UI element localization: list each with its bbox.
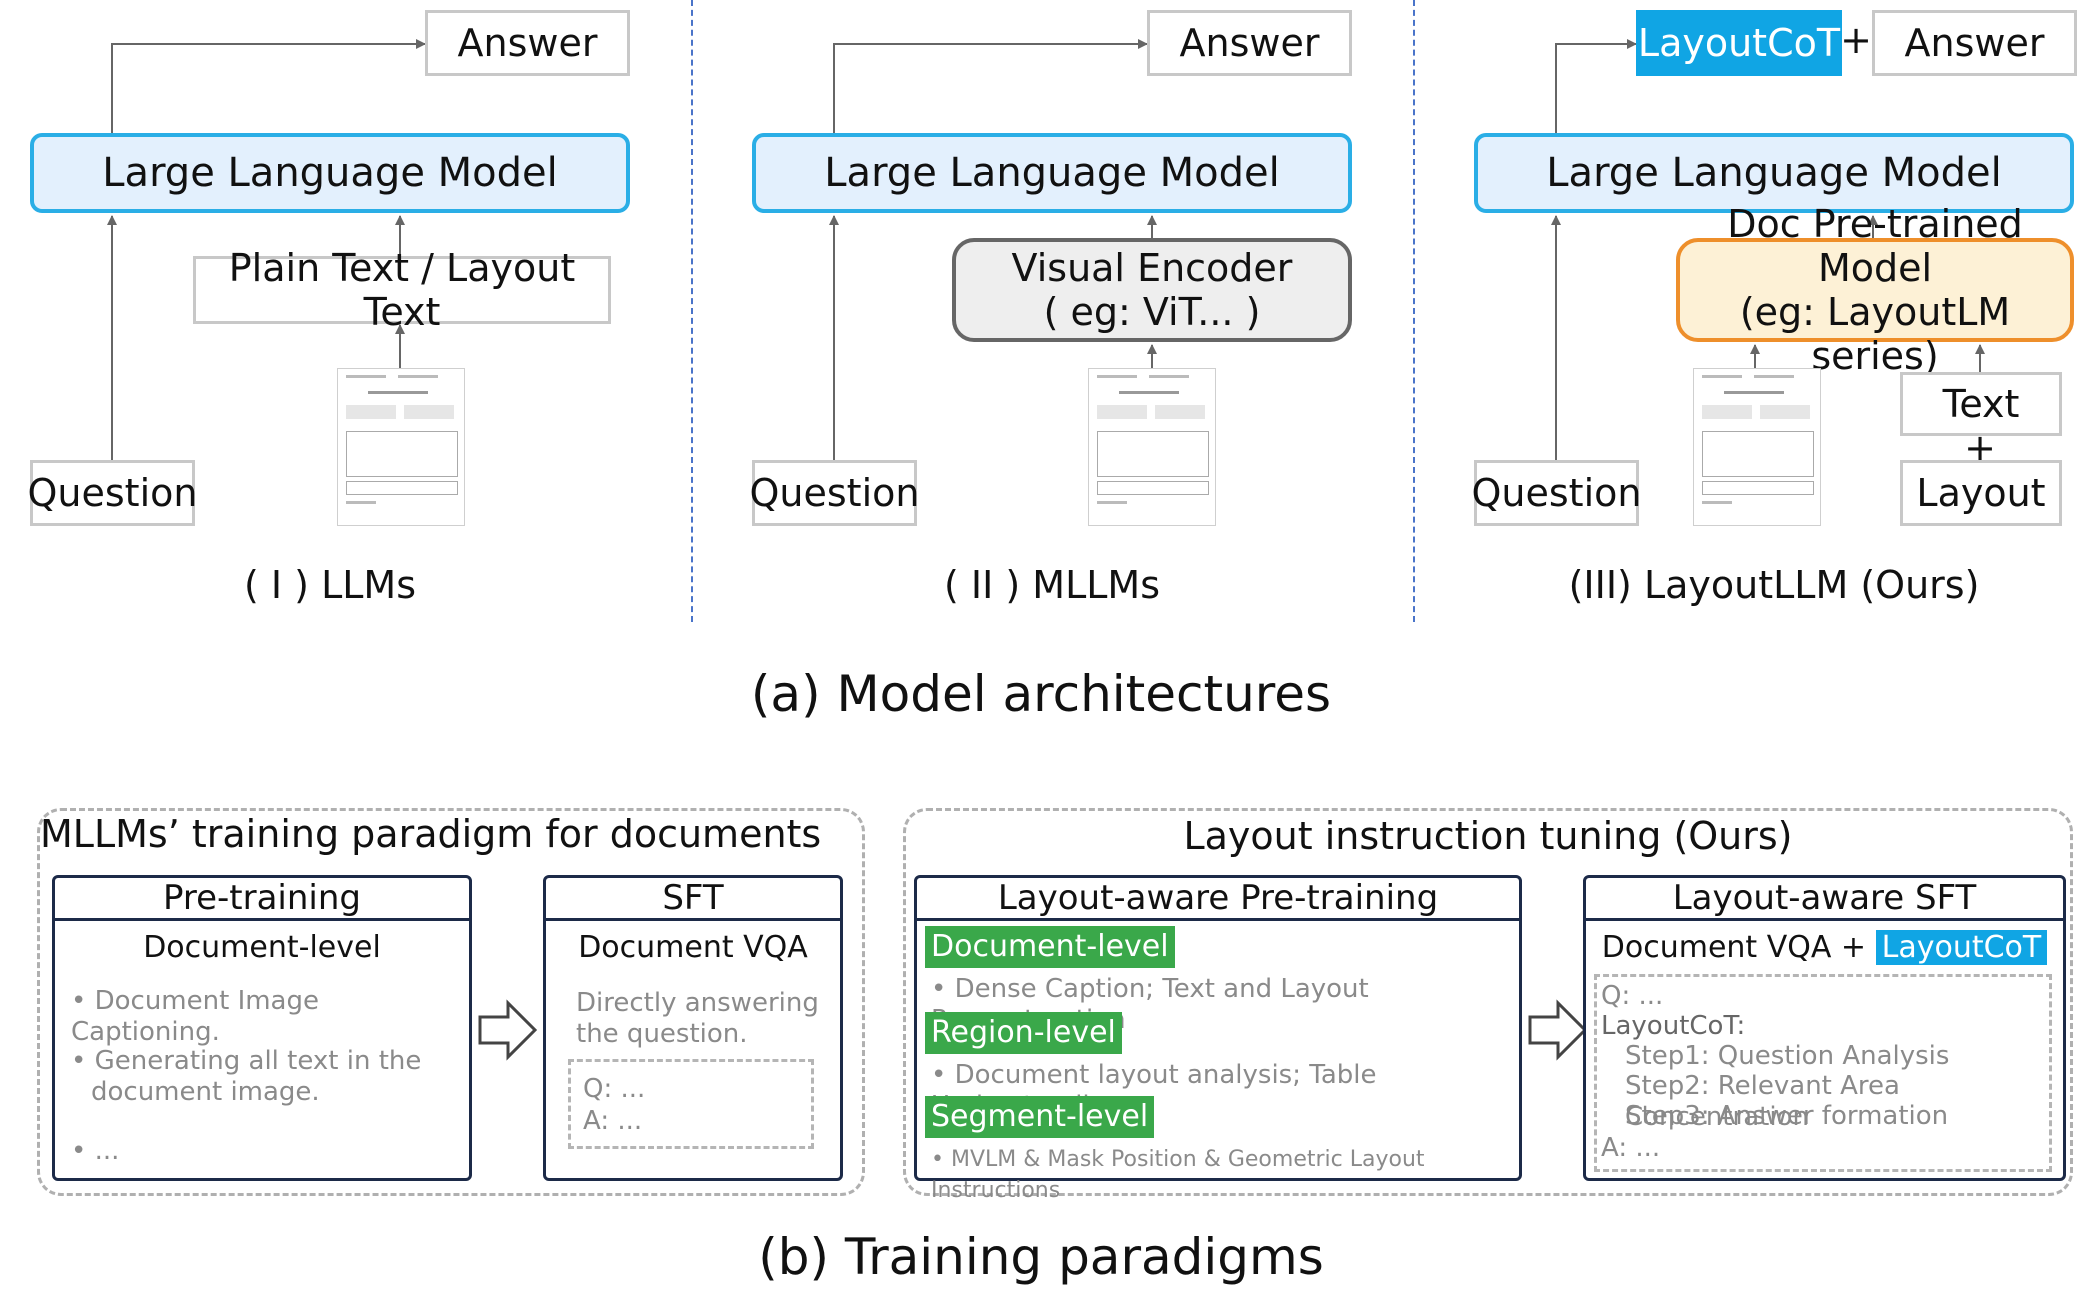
llm-box-layoutllm: Large Language Model bbox=[1474, 133, 2074, 213]
layout-sft-subtitle-row: Document VQA + LayoutCoT bbox=[1586, 928, 2063, 968]
mllm-sft-panel: SFT Document VQA Directly answering the … bbox=[543, 875, 843, 1181]
visual-encoder-label: Visual Encoder bbox=[1011, 246, 1293, 290]
mllm-pretraining-header: Pre-training bbox=[55, 878, 469, 921]
arrow-mllm-to-answer bbox=[833, 39, 1148, 133]
layout-box-layoutllm: Layout bbox=[1900, 460, 2062, 526]
layout-pretraining-header: Layout-aware Pre-training bbox=[917, 878, 1519, 921]
layout-sft-step-2: Step2: Relevant Area Concentration bbox=[1625, 1071, 1900, 1132]
llm-box-mllm: Large Language Model bbox=[752, 133, 1352, 213]
mllm-pretraining-bullet-2b: document image. bbox=[91, 1077, 320, 1107]
mllm-sft-header: SFT bbox=[546, 878, 840, 921]
visual-encoder-example: ( eg: ViT... ) bbox=[1043, 290, 1261, 334]
layout-sft-cot-label: LayoutCoT: bbox=[1601, 1011, 1746, 1041]
document-thumbnail-layoutllm bbox=[1693, 368, 1821, 526]
layout-sft-subtitle: Document VQA + bbox=[1601, 930, 1867, 965]
mllm-group-title: MLLMs’ training paradigm for documents bbox=[40, 812, 822, 856]
subcaption-b: (b) Training paradigms bbox=[758, 1228, 1324, 1286]
question-box-llm: Question bbox=[28, 460, 197, 526]
ours-training-group bbox=[903, 808, 2073, 1196]
mllm-sft-subtitle: Document VQA bbox=[578, 930, 808, 965]
plus-sign-top: + bbox=[1840, 18, 1872, 62]
answer-box-llm: Answer bbox=[425, 10, 630, 76]
layout-sft-step-3: Step3: Answer formation bbox=[1625, 1101, 1949, 1131]
segment-level-badge: Segment-level bbox=[925, 1096, 1155, 1138]
mllm-sft-desc-2: the question. bbox=[576, 1019, 748, 1049]
caption-llms: ( I ) LLMs bbox=[243, 563, 417, 607]
doc-model-label: Doc Pre-trained Model bbox=[1727, 202, 2023, 290]
arrow-layoutllm-to-cot bbox=[1555, 39, 1637, 133]
visual-encoder-box: Visual Encoder ( eg: ViT... ) bbox=[952, 238, 1352, 342]
answer-box-layoutllm: Answer bbox=[1872, 10, 2077, 76]
layout-sft-step-1: Step1: Question Analysis bbox=[1625, 1041, 1950, 1071]
subcaption-a: (a) Model architectures bbox=[750, 665, 1332, 723]
doc-model-example: (eg: LayoutLM series) bbox=[1739, 290, 2011, 378]
hollow-arrow-right bbox=[1528, 999, 1588, 1061]
caption-mllms: ( II ) MLLMs bbox=[943, 563, 1160, 607]
layout-sft-qa-box: Q: ... LayoutCoT: Step1: Question Analys… bbox=[1594, 974, 2052, 1172]
layout-sft-a: A: ... bbox=[1601, 1133, 1661, 1163]
document-thumbnail-mllm bbox=[1088, 368, 1216, 526]
layout-sft-cot-highlight: LayoutCoT bbox=[1875, 930, 2048, 965]
mllm-sft-a: A: ... bbox=[583, 1106, 643, 1136]
region-level-badge: Region-level bbox=[925, 1012, 1122, 1054]
mllm-training-group bbox=[37, 808, 865, 1196]
llm-box-llm: Large Language Model bbox=[30, 133, 630, 213]
question-box-mllm: Question bbox=[750, 460, 919, 526]
layoutcot-box: LayoutCoT bbox=[1636, 10, 1842, 76]
separator-2 bbox=[1413, 0, 1415, 622]
mllm-pretraining-subtitle: Document-level bbox=[143, 930, 381, 965]
mllm-pretraining-bullet-2a: • Generating all text in the bbox=[71, 1046, 422, 1076]
document-thumbnail-llm bbox=[337, 368, 465, 526]
segment-level-desc: • MVLM & Mask Position & Geometric Layou… bbox=[931, 1147, 1425, 1203]
hollow-arrow-left bbox=[478, 999, 538, 1061]
arrow-llm-to-answer bbox=[111, 39, 426, 133]
mllm-sft-qa-box: Q: ... A: ... bbox=[568, 1059, 814, 1149]
question-box-layoutllm: Question bbox=[1472, 460, 1641, 526]
layout-sft-q: Q: ... bbox=[1601, 981, 1664, 1011]
mllm-sft-q: Q: ... bbox=[583, 1074, 646, 1104]
text-input-box: Plain Text / Layout Text bbox=[193, 246, 611, 334]
layout-pretraining-panel: Layout-aware Pre-training Document-level… bbox=[914, 875, 1522, 1203]
text-box-layoutllm: Text bbox=[1900, 372, 2062, 436]
layout-sft-header: Layout-aware SFT bbox=[1586, 878, 2063, 921]
ours-group-title: Layout instruction tuning (Ours) bbox=[1183, 814, 1793, 858]
caption-layoutllm: (III) LayoutLLM (Ours) bbox=[1568, 563, 1980, 607]
doc-pretrained-model-box: Doc Pre-trained Model (eg: LayoutLM seri… bbox=[1676, 202, 2074, 378]
document-level-badge: Document-level bbox=[925, 926, 1175, 968]
mllm-pretraining-bullet-1: • Document Image Captioning. bbox=[71, 986, 319, 1047]
mllm-sft-desc-1: Directly answering bbox=[576, 988, 819, 1018]
answer-box-mllm: Answer bbox=[1147, 10, 1352, 76]
mllm-pretraining-panel: Pre-training Document-level • Document I… bbox=[52, 875, 472, 1181]
mllm-pretraining-bullet-3: • ... bbox=[71, 1136, 120, 1166]
separator-1 bbox=[691, 0, 693, 622]
layout-sft-panel: Layout-aware SFT Document VQA + LayoutCo… bbox=[1583, 875, 2066, 1181]
